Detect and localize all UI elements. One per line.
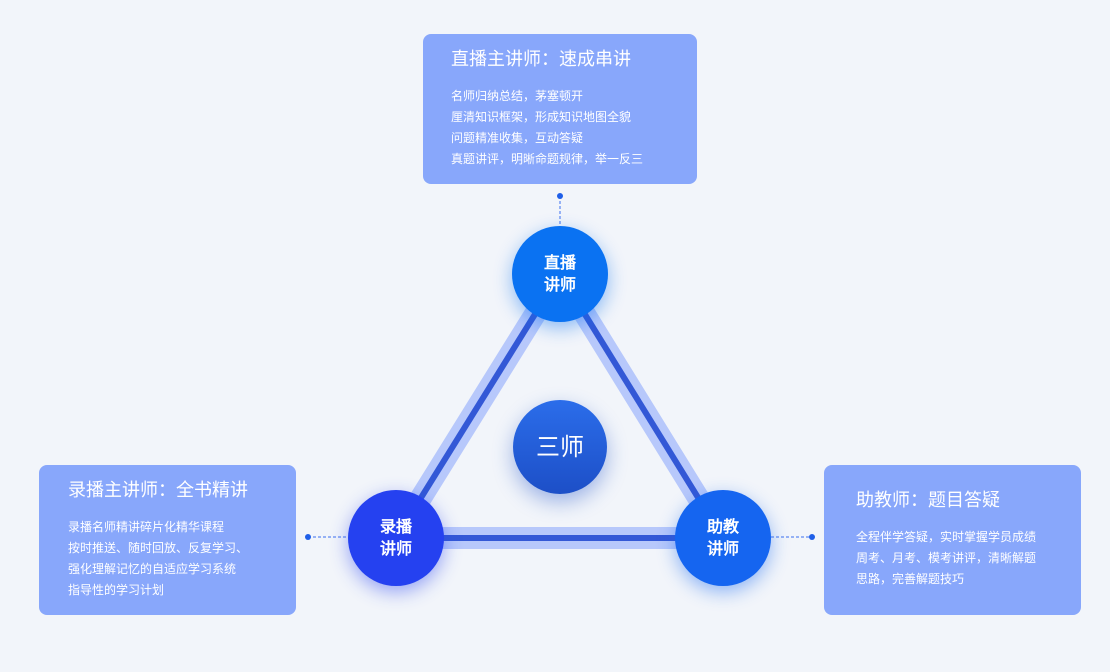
card-line: 按时推送、随时回放、反复学习、 (68, 541, 249, 555)
center-node: 三师 (513, 400, 607, 494)
leader-record-dot (305, 534, 311, 540)
card-line: 录播名师精讲碎片化精华课程 (68, 520, 225, 534)
assistant-teacher-card: 助教师：题目答疑 全程伴学答疑，实时掌握学员成绩 周考、月考、模考讲评，清晰解题… (824, 465, 1081, 615)
live-lecturer-node: 直播 讲师 (512, 226, 608, 322)
live-node-line1: 直播 (543, 253, 576, 272)
card-line: 厘清知识框架，形成知识地图全貌 (451, 110, 632, 124)
assistant-teacher-node: 助教 讲师 (675, 490, 771, 586)
assistant-teacher-card-lines: 全程伴学答疑，实时掌握学员成绩 周考、月考、模考讲评，清晰解题 思路，完善解题技… (856, 527, 1081, 590)
card-line: 问题精准收集，互动答疑 (451, 131, 584, 145)
card-line: 名师归纳总结，茅塞顿开 (451, 89, 584, 103)
card-line: 周考、月考、模考讲评，清晰解题 (856, 551, 1037, 565)
edge-live-record (393, 272, 563, 540)
card-line: 指导性的学习计划 (68, 583, 165, 597)
live-lecturer-card-title: 直播主讲师：速成串讲 (451, 49, 631, 70)
live-node-line2: 讲师 (543, 275, 576, 294)
card-line: 思路，完善解题技巧 (856, 572, 965, 586)
assistant-teacher-card-title: 助教师：题目答疑 (856, 490, 1000, 511)
card-line: 真题讲评，明晰命题规律，举一反三 (451, 152, 644, 166)
record-lecturer-card: 录播主讲师：全书精讲 录播名师精讲碎片化精华课程 按时推送、随时回放、反复学习、… (39, 465, 296, 615)
record-node-line2: 讲师 (379, 539, 412, 558)
assist-node-line2: 讲师 (706, 539, 739, 558)
edge-live-assist (557, 272, 726, 540)
leader-live-dot (557, 193, 563, 199)
live-lecturer-card: 直播主讲师：速成串讲 名师归纳总结，茅塞顿开 厘清知识框架，形成知识地图全貌 问… (423, 34, 697, 184)
record-node-line1: 录播 (379, 517, 412, 536)
leader-assist-dot (809, 534, 815, 540)
record-lecturer-card-lines: 录播名师精讲碎片化精华课程 按时推送、随时回放、反复学习、 强化理解记忆的自适应… (68, 517, 296, 601)
card-line: 全程伴学答疑，实时掌握学员成绩 (856, 530, 1037, 544)
center-label: 三师 (536, 433, 584, 461)
record-lecturer-node: 录播 讲师 (348, 490, 444, 586)
record-lecturer-card-title: 录播主讲师：全书精讲 (68, 480, 248, 501)
live-lecturer-card-lines: 名师归纳总结，茅塞顿开 厘清知识框架，形成知识地图全貌 问题精准收集，互动答疑 … (451, 86, 697, 170)
card-line: 强化理解记忆的自适应学习系统 (68, 562, 237, 576)
assist-node-line1: 助教 (706, 517, 739, 536)
